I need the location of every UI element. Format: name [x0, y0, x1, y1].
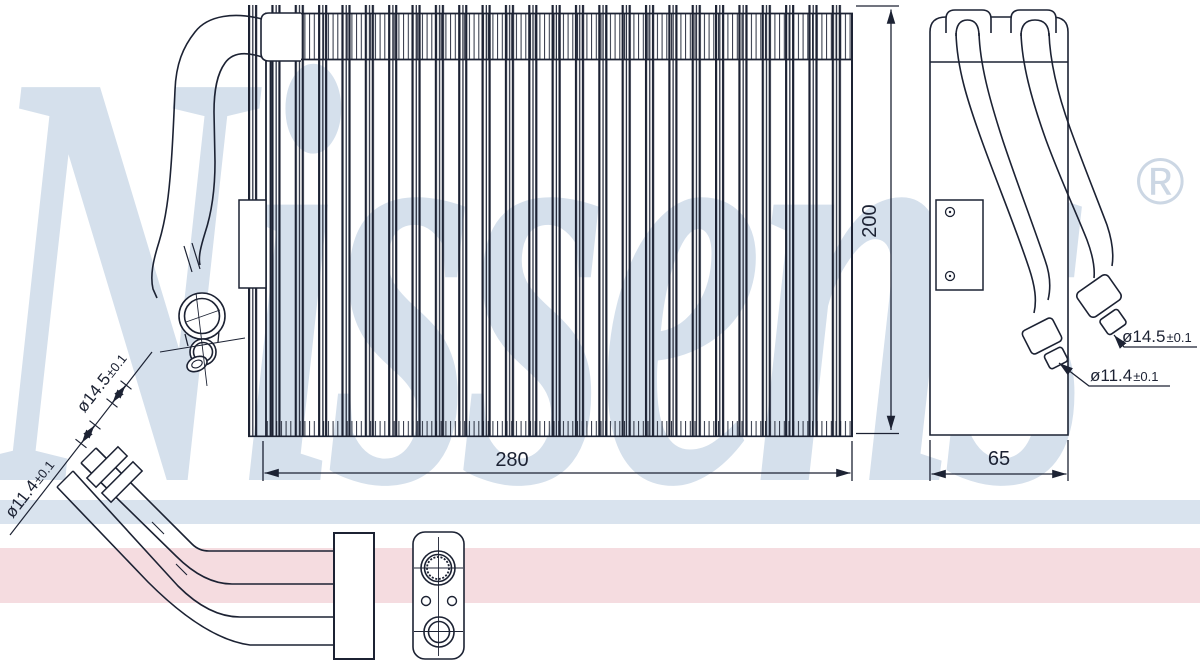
bottom-collar-band-2: [100, 460, 144, 504]
side-pipe-u-bend-left: [955, 19, 980, 37]
bottom-tube2: [56, 470, 334, 646]
side-depth-label: 65: [988, 448, 1010, 470]
core-header-lines: [248, 12, 853, 438]
inlet-pipe-fittings: [159, 292, 246, 387]
side-large-pipe-fitting: [1075, 273, 1127, 336]
front-height-label: 200: [859, 204, 881, 237]
side-small-pipe: [955, 32, 1051, 314]
bottom-tube-end-caps: [56, 447, 97, 488]
core-tube-plates: [248, 5, 853, 437]
bottom-tube1: [80, 447, 334, 585]
side-tank-bump-left: [945, 9, 992, 33]
end-plate-view: [412, 531, 465, 660]
bottom-collar-band-1: [85, 445, 129, 489]
bottom-diameter-dimension: [9, 351, 153, 536]
mounting-tab: [238, 199, 267, 289]
side-depth-dimension: [929, 440, 1069, 481]
side-small-pipe-leader: [1058, 362, 1170, 387]
inlet-pipe-inner: [198, 52, 263, 266]
front-height-dimension: [856, 5, 899, 435]
side-large-pipe-callout: ø14.5±0.1: [1122, 327, 1192, 346]
registered-trademark-icon: ®: [1136, 144, 1185, 218]
end-plate-large-port: [420, 550, 456, 586]
side-tank-bump-right: [1010, 9, 1057, 33]
side-pipe-u-bend-right: [1020, 19, 1050, 37]
background-stripe-blue: [0, 500, 1200, 524]
front-width-label: 280: [495, 449, 528, 471]
inlet-pipe-creases: [183, 242, 201, 273]
end-plate-small-port: [423, 616, 455, 648]
end-plate-hole-right: [446, 595, 458, 607]
bottom-small-pipe-callout: ø11.4±0.1: [1, 456, 58, 522]
side-view: ø14.5±0.1 ø11.4±0.1 65: [929, 9, 1197, 481]
side-small-pipe-fitting: [1021, 317, 1069, 370]
side-large-pipe: [1020, 32, 1114, 279]
inlet-pipe-outer: [151, 14, 263, 299]
side-small-pipe-callout: ø11.4±0.1: [1090, 366, 1158, 385]
front-view: 280 200: [151, 5, 899, 481]
inlet-tank: [260, 12, 301, 62]
side-bracket-plate: [935, 199, 984, 291]
bottom-tube-dashes: [151, 521, 188, 576]
end-plate-hole-left: [420, 595, 432, 607]
bottom-large-pipe-callout: ø14.5±0.1: [73, 349, 131, 416]
front-width-dimension: [262, 441, 853, 481]
fitting-centerlines: [159, 292, 246, 387]
side-large-pipe-leader: [1113, 334, 1197, 349]
bottom-connector-block: [333, 532, 375, 660]
